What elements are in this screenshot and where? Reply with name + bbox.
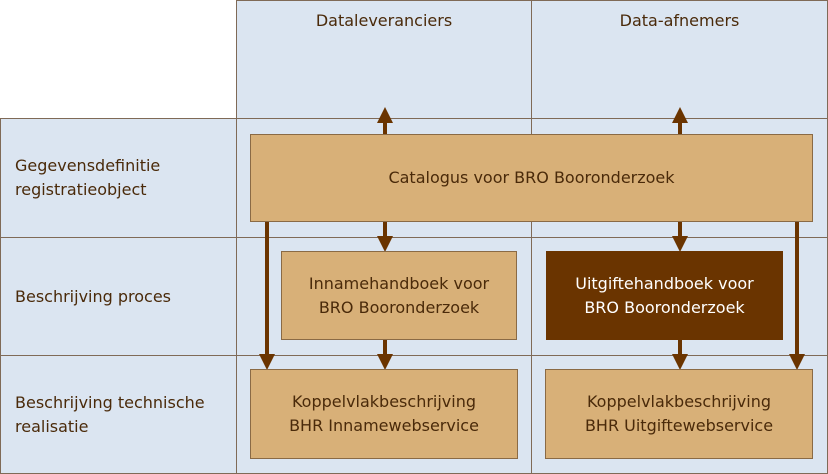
cell-row-technical-label — [0, 355, 237, 474]
column-header-suppliers: Dataleveranciers — [315, 11, 453, 30]
box-intake-handbook-label: Innamehandboek voor BRO Booronderzoek — [308, 273, 490, 317]
cell-header-consumers — [531, 0, 828, 119]
box-intake-interface-label: Koppelvlakbeschrijving BHR Innamewebserv… — [289, 392, 479, 435]
box-catalogue-label: Catalogus voor BRO Booronderzoek — [388, 168, 675, 187]
box-intake-interface: Koppelvlakbeschrijving BHR Innamewebserv… — [250, 369, 518, 459]
box-output-handbook: Uitgiftehandboek voor BRO Booronderzoek — [546, 251, 783, 340]
box-output-interface: Koppelvlakbeschrijving BHR Uitgiftewebse… — [545, 369, 813, 459]
cell-row-process-label — [0, 237, 237, 356]
box-output-handbook-label: Uitgiftehandboek voor BRO Booronderzoek — [575, 273, 754, 317]
row-label-definition: Gegevensdefinitie registratieobject — [15, 156, 161, 199]
box-catalogue: Catalogus voor BRO Booronderzoek — [250, 134, 813, 222]
cell-header-suppliers — [236, 0, 532, 119]
box-output-interface-label: Koppelvlakbeschrijving BHR Uitgiftewebse… — [584, 392, 774, 435]
row-label-process: Beschrijving proces — [15, 287, 172, 306]
row-label-technical: Beschrijving technische realisatie — [15, 393, 205, 436]
column-header-consumers: Data-afnemers — [619, 11, 740, 30]
box-intake-handbook: Innamehandboek voor BRO Booronderzoek — [281, 251, 517, 340]
